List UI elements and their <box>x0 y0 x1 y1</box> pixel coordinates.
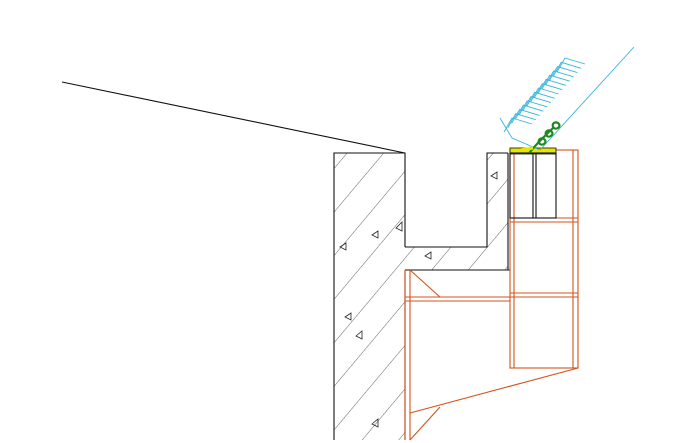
louvre-slat <box>503 117 533 133</box>
louvre-slat <box>507 113 536 128</box>
sloped-roof-line <box>61 81 406 154</box>
louvre-screen <box>499 46 635 151</box>
louvre-frame-line <box>539 46 635 151</box>
fascia-panel <box>509 147 557 219</box>
concrete-ledge <box>405 152 510 271</box>
planting-symbol <box>519 121 561 154</box>
louvre-lower-edge <box>499 117 541 151</box>
concrete-parapet-wall <box>333 152 406 440</box>
aggregate-marks <box>339 171 498 428</box>
